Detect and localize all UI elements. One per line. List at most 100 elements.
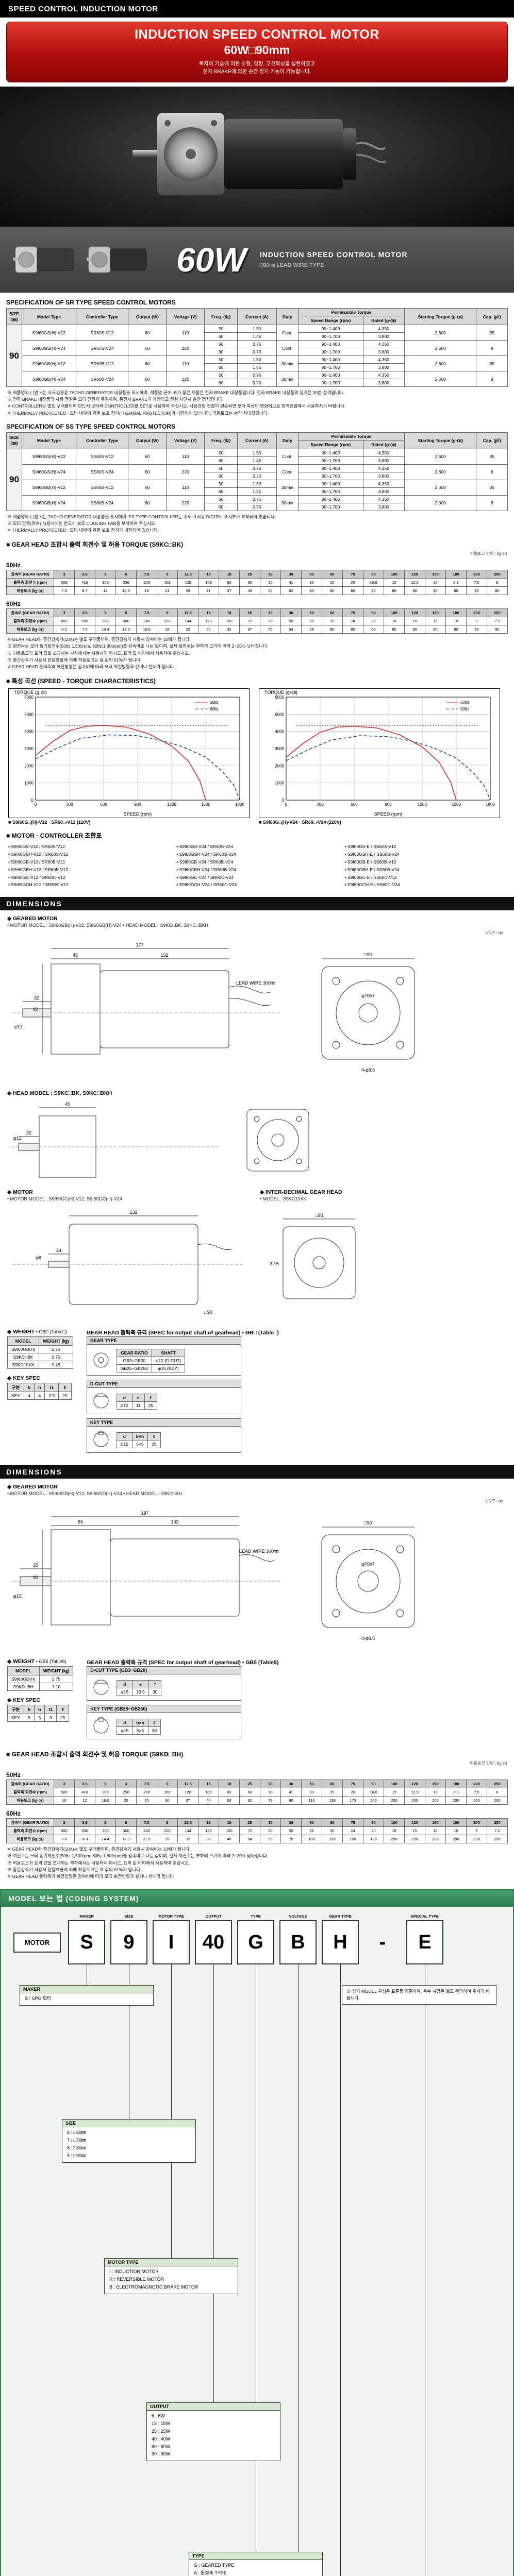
table-cell: 180 — [445, 570, 467, 579]
models-heading: ■ MOTOR · CONTROLLER 조합표 — [6, 832, 102, 840]
table-cell: 60 — [204, 363, 238, 371]
letter-header: OUTPUT — [205, 1914, 222, 1919]
table-cell: 20 — [342, 578, 363, 587]
table-cell: 38 — [198, 1835, 219, 1844]
dim2-geared-block: ◈ GEARED MOTOR • MOTOR MODEL : S9I60GD(H… — [7, 1484, 507, 1653]
key-shaft-icon — [93, 1431, 109, 1447]
dim-motor-shaft-length: 24 — [56, 1248, 61, 1253]
table-cell: 60 — [204, 379, 238, 387]
table-cell: 30 — [147, 1726, 161, 1735]
table-cell: ℓ — [147, 1719, 161, 1727]
table-cell: 150 — [425, 608, 446, 618]
svg-text:3000: 3000 — [24, 747, 34, 751]
table-cell: 80 — [445, 586, 467, 596]
table-cell: 200 — [466, 1818, 487, 1827]
list-item: S9I60GS-V24 / SR60S-V24 — [176, 843, 337, 851]
table-cell: 4,350 — [362, 325, 405, 333]
table-cell: 120 — [322, 1835, 343, 1844]
list-item: S9I60GCH-V12 / SR60C-V12 — [8, 881, 169, 889]
table-cell: 감속비 (GEAR RATIO) — [6, 570, 54, 579]
dim1-motor-models: • MOTOR MODEL : S9I60GC(H)-V12, S9I60GC(… — [7, 1196, 122, 1202]
table-cell: 30 — [157, 1796, 178, 1805]
table-cell: 72 — [239, 617, 260, 626]
svg-text:900: 900 — [134, 802, 141, 807]
table-cell: 150 — [425, 1780, 446, 1789]
dim1-keyspec-label: ◈ KEY SPEC — [7, 1375, 40, 1382]
table-cell: 25 — [239, 570, 260, 579]
table-cell: 120 — [198, 617, 219, 626]
table-cell: 65 — [260, 1835, 281, 1844]
table-cell: 166 — [157, 1788, 178, 1797]
table-cell: 31 — [198, 586, 219, 596]
table-cell: 5×5 — [132, 1726, 148, 1735]
table-cell: 200 — [384, 1796, 405, 1805]
table-cell: 25 — [239, 1780, 260, 1789]
table-cell: 30 — [260, 608, 281, 618]
table-cell: 8 — [476, 464, 508, 480]
table-cell: 21 — [157, 586, 178, 596]
outspec-box-title: KEY TYPE — [87, 1419, 241, 1427]
table-cell: f — [148, 1680, 162, 1689]
code-letter-gear-type: H — [322, 1920, 359, 1965]
table-cell: 4,350 — [362, 371, 405, 379]
gear-notes: ※ GEAR HEAD와 중간감속기(10X)는 별도 구매품이며, 중간감속기… — [7, 636, 507, 670]
table-cell: 80 — [466, 625, 487, 634]
table-cell: 80 — [363, 625, 384, 634]
table-cell: 60 — [260, 1826, 281, 1836]
svg-text:5000: 5000 — [24, 712, 34, 717]
dim-bolt-holes-2: 4-φ8.5 — [361, 1636, 375, 1641]
table-cell: 200 — [466, 1780, 487, 1789]
coding-exp-title: OUTPUT — [147, 2403, 280, 2411]
table-cell: 13.5 — [132, 1688, 149, 1697]
table-cell: 173 — [342, 1796, 363, 1805]
table-cell: 3.6 — [74, 1818, 95, 1827]
table-cell: e — [132, 1680, 149, 1689]
svg-text:0: 0 — [285, 802, 288, 807]
table-cell: 1.45 — [237, 456, 277, 465]
table-cell: 220 — [166, 371, 205, 387]
table-cell: 50 — [301, 570, 322, 579]
table-row: S9I60GB(H)2.75 — [7, 1345, 73, 1354]
dim2-geared-models: • MOTOR MODEL : S9I60GD(H)-V12, S9I60GD(… — [7, 1491, 182, 1497]
dim-inter-length: 32.5 — [270, 1261, 279, 1266]
dim1-head-drawings: 45 φ12 32 — [7, 1096, 507, 1184]
table-cell: 80 — [384, 586, 405, 596]
table-cell: 100 — [301, 1835, 322, 1844]
table-cell: 300 — [95, 578, 116, 587]
coding-system-section: MODEL 보는 법 (CODING SYSTEM) MAKER SIZE MO… — [0, 1889, 514, 2576]
coding-area: MAKER SIZE MOTOR TYPE OUTPUT TYPE VOLTAG… — [1, 1907, 513, 2576]
svg-text:300: 300 — [317, 802, 324, 807]
table-cell: 30min — [276, 479, 299, 496]
table-cell: 120 — [177, 578, 198, 587]
table-cell: 60 — [128, 371, 167, 387]
table-cell: S9I60GS(H)-V24 — [22, 340, 76, 356]
dim-pilot-diameter-2: φ70h7 — [361, 1562, 375, 1567]
table-cell: 60 — [239, 1788, 260, 1797]
table-cell: 116 — [301, 1796, 322, 1805]
dim2-keyspec-label: ◈ KEY SPEC — [7, 1697, 40, 1704]
table-cell: d — [116, 1394, 132, 1402]
table-cell: 220 — [166, 464, 205, 480]
table-cell: 90~1,400 — [298, 464, 363, 472]
table-cell: 1.50 — [237, 479, 277, 488]
table-cell: 600 — [54, 1826, 75, 1836]
table-cell: 62 — [280, 586, 302, 596]
table-cell: 0.75 — [237, 464, 277, 472]
dim-lead-wire-note: LEAD WIRE 300㎜ — [236, 980, 275, 986]
table-cell: 180 — [445, 1780, 467, 1789]
table-cell: 15 — [198, 608, 219, 618]
geared-motor-front-view-drawing: □90 φ70h7 4-φ8.5 — [321, 952, 415, 1073]
hero-caption-2: □90㎜ LEAD WIRE TYPE — [259, 262, 324, 268]
